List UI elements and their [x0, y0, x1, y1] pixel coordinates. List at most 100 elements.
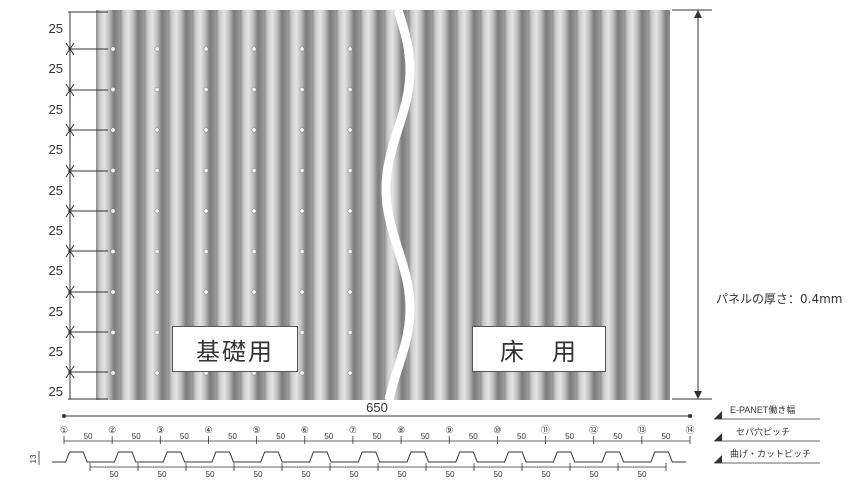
bend-pitch-label: 50: [206, 470, 215, 479]
row-pitch-label: 25: [49, 304, 63, 319]
hole-pitch-label: 50: [469, 432, 478, 441]
hole-dot: [299, 370, 305, 376]
hole-number: ④: [204, 425, 212, 435]
hole-number: ⑩: [493, 425, 501, 435]
hole-dot: [299, 249, 305, 254]
row-pitch-label: 25: [49, 223, 63, 238]
hole-dot: [110, 330, 116, 335]
row-pitch-label: 25: [49, 263, 63, 278]
label-foundation: 基礎用: [172, 326, 298, 372]
hole-dot: [251, 127, 257, 133]
hole-number: ②: [108, 425, 116, 435]
hole-pitch-label: 50: [661, 432, 670, 441]
hole-number: ③: [156, 425, 164, 435]
hole-dot: [251, 249, 257, 254]
hole-dot: [347, 168, 353, 173]
hole-number: ⑫: [589, 425, 598, 435]
hole-dot: [203, 127, 209, 133]
hole-dot: [110, 127, 116, 133]
hole-dot: [154, 289, 160, 295]
hole-dot: [299, 87, 305, 92]
hole-dot: [154, 46, 160, 52]
row-pitch-label: 25: [49, 344, 63, 359]
hole-dot: [203, 249, 209, 254]
hole-number: ⑥: [301, 425, 309, 435]
hole-dot: [299, 46, 305, 52]
hole-dot: [299, 127, 305, 133]
hole-pitch-label: 50: [613, 432, 622, 441]
hole-number: ⑪: [541, 425, 550, 435]
hole-dot: [251, 46, 257, 52]
break-line: [381, 8, 415, 401]
hole-dot: [154, 370, 160, 376]
hole-number: ⑤: [253, 425, 261, 435]
hole-dot: [203, 208, 209, 214]
bend-pitch-label: 50: [446, 470, 455, 479]
bend-pitch-label: 50: [158, 470, 167, 479]
hole-dot: [154, 127, 160, 133]
hole-dot: [347, 370, 353, 376]
hole-dot: [347, 208, 353, 214]
row-pitch-label: 25: [49, 183, 63, 198]
hole-dot: [251, 289, 257, 295]
hole-pitch-label: 50: [421, 432, 430, 441]
hole-pitch-label: 50: [324, 432, 333, 441]
hole-dot: [347, 330, 353, 335]
hole-dot: [347, 87, 353, 92]
hole-dot: [203, 87, 209, 92]
hole-dot: [251, 168, 257, 173]
bend-pitch-label: 50: [638, 470, 647, 479]
hole-number: ⑨: [445, 425, 453, 435]
bend-pitch-label: 50: [254, 470, 263, 479]
total-width-label: 650: [366, 400, 388, 415]
hole-dot: [110, 289, 116, 295]
hole-dot: [154, 330, 160, 335]
hole-dot: [203, 168, 209, 173]
hole-pitch-label: 50: [373, 432, 382, 441]
legend-working-width: E-PANET働き幅: [730, 404, 795, 415]
bend-pitch-label: 50: [302, 470, 311, 479]
hole-pitch-label: 50: [276, 432, 285, 441]
hole-dot: [251, 208, 257, 214]
hole-dot: [299, 208, 305, 214]
hole-pitch-label: 50: [228, 432, 237, 441]
hole-number: ⑧: [397, 425, 405, 435]
profile-height-label: 13: [29, 454, 38, 463]
height-dimension: [672, 9, 712, 400]
hole-dot: [347, 46, 353, 52]
legend: E-PANET働き幅 セパ穴ピッチ 曲げ・カットピッチ: [714, 404, 820, 464]
hole-dot: [251, 87, 257, 92]
legend-hole-pitch: セパ穴ピッチ: [736, 426, 790, 437]
bend-pitch-label: 50: [590, 470, 599, 479]
hole-pitch-label: 50: [517, 432, 526, 441]
bend-pitch-label: 50: [494, 470, 503, 479]
hole-dot: [110, 370, 116, 376]
hole-pitch-label: 50: [565, 432, 574, 441]
hole-dot: [154, 87, 160, 92]
hole-dot: [203, 46, 209, 52]
row-pitch-label: 25: [49, 142, 63, 157]
hole-pitch-label: 50: [180, 432, 189, 441]
hole-dot: [110, 168, 116, 173]
hole-dot: [110, 249, 116, 254]
bend-pitch-label: 50: [350, 470, 359, 479]
legend-bend-cut-pitch: 曲げ・カットピッチ: [730, 449, 811, 459]
hole-pitch-label: 50: [84, 432, 93, 441]
hole-dot: [154, 208, 160, 214]
hole-dot: [347, 249, 353, 254]
hole-dot: [154, 249, 160, 254]
hole-number: ①: [60, 425, 68, 435]
hole-dot: [347, 127, 353, 133]
hole-pitch-label: 50: [132, 432, 141, 441]
row-pitch-label: 25: [49, 384, 63, 399]
width-dimension: 650: [62, 400, 692, 418]
hole-dot: [110, 46, 116, 52]
hole-number: ⑦: [349, 425, 357, 435]
thickness-label: パネルの厚さ：0.4mm: [716, 292, 843, 306]
hole-number: ⑭: [685, 425, 694, 435]
bend-pitch-label: 50: [398, 470, 407, 479]
row-pitch-label: 25: [49, 61, 63, 76]
